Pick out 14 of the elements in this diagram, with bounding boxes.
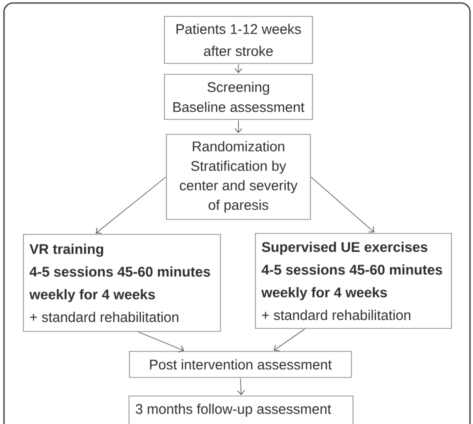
process-box: Screening Baseline assessment — [164, 74, 313, 120]
arrow — [237, 378, 245, 396]
process-box: Supervised UE exercises 4-5 sessions 45-60 minutes weekly for 4 weeks + standard rehabilitation — [255, 233, 452, 329]
arrow — [96, 176, 166, 234]
arrow — [234, 120, 242, 134]
process-box: 3 months follow-up assessment — [128, 396, 354, 424]
process-box: VR training 4-5 sessions 45-60 minutes weekly for 4 weeks + standard rehabilitation — [23, 234, 221, 332]
arrow — [310, 176, 374, 232]
arrow — [274, 328, 306, 352]
arrow — [138, 332, 184, 353]
process-box: Randomization Stratification by center and severity of paresis — [166, 134, 311, 220]
process-box: Patients 1-12 weeks after stroke — [164, 16, 313, 64]
arrow — [234, 64, 242, 74]
process-box: Post intervention assessment — [129, 351, 352, 378]
